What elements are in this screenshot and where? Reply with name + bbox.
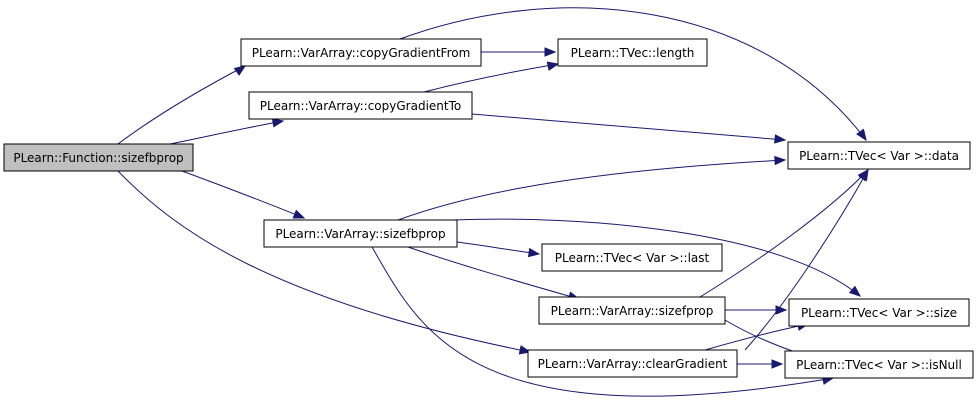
arrowhead-icon: [856, 128, 867, 142]
arrowhead-icon: [848, 285, 862, 297]
node-vararray-cleargradient[interactable]: PLearn::VarArray::clearGradient: [527, 349, 738, 378]
node-label: PLearn::TVec< Var >::isNull: [796, 358, 962, 372]
arrowhead-icon: [292, 209, 306, 219]
edges-layer: [117, 7, 869, 397]
node-vararray-copygradientto[interactable]: PLearn::VarArray::copyGradientTo: [248, 91, 473, 120]
edge-vararray_sizefbprop-to-tvec_last: [456, 241, 540, 255]
edge-vararray_copyGradientFrom-to-tvec_data: [399, 7, 867, 141]
node-label: PLearn::Function::sizefbprop: [13, 151, 183, 165]
arrowhead-icon: [858, 168, 869, 182]
node-tvec-last[interactable]: PLearn::TVec< Var >::last: [541, 243, 723, 272]
edge-vararray_copyGradientTo-to-tvec_data: [471, 113, 786, 141]
edge-vararray_sizefbprop-to-tvec_size: [451, 218, 861, 297]
edge-vararray_clearGradient-to-tvec_size: [704, 323, 809, 351]
arrowhead-icon: [771, 359, 784, 369]
edge-function_sizefbprop-to-vararray_clearGradient: [117, 170, 531, 353]
node-tvec-size[interactable]: PLearn::TVec< Var >::size: [788, 298, 970, 327]
node-label: PLearn::VarArray::copyGradientTo: [260, 99, 461, 113]
node-tvec-length[interactable]: PLearn::TVec::length: [557, 38, 708, 67]
nodes-layer: PLearn::Function::sizefbprop PLearn::Var…: [3, 38, 974, 379]
edge-vararray_sizefbprop-to-vararray_sizefprop: [407, 246, 580, 300]
edge-vararray_sizefbprop-to-tvec_isNull: [371, 246, 834, 397]
node-label: PLearn::VarArray::sizefbprop: [275, 227, 445, 241]
arrowhead-icon: [271, 118, 285, 128]
node-vararray-copygradientfrom[interactable]: PLearn::VarArray::copyGradientFrom: [240, 38, 482, 67]
node-label: PLearn::VarArray::copyGradientFrom: [252, 46, 471, 60]
node-label: PLearn::TVec::length: [571, 46, 695, 60]
arrowhead-icon: [775, 305, 788, 315]
arrowhead-icon: [527, 247, 541, 258]
arrowhead-icon: [774, 155, 787, 166]
arrowhead-icon: [546, 61, 560, 71]
node-label: PLearn::TVec< Var >::size: [801, 306, 957, 320]
node-vararray-sizefprop[interactable]: PLearn::VarArray::sizefprop: [538, 296, 726, 325]
arrowhead-icon: [544, 47, 557, 57]
node-tvec-data[interactable]: PLearn::TVec< Var >::data: [787, 141, 971, 170]
node-label: PLearn::TVec< Var >::data: [799, 149, 959, 163]
node-function-sizefbprop[interactable]: PLearn::Function::sizefbprop: [3, 143, 194, 172]
edge-function_sizefbprop-to-vararray_copyGradientFrom: [117, 65, 246, 145]
node-tvec-isnull[interactable]: PLearn::TVec< Var >::isNull: [784, 350, 974, 379]
node-vararray-sizefbprop[interactable]: PLearn::VarArray::sizefbprop: [263, 219, 458, 248]
edge-vararray_copyGradientTo-to-tvec_length: [423, 63, 559, 93]
arrowhead-icon: [774, 134, 787, 144]
edge-vararray_sizefprop-to-tvec_data: [699, 169, 869, 298]
edge-function_sizefbprop-to-vararray_sizefbprop: [181, 170, 305, 219]
edge-vararray_sizefbprop-to-tvec_data: [397, 159, 786, 221]
node-label: PLearn::VarArray::sizefprop: [551, 304, 714, 318]
edge-function_sizefbprop-to-vararray_copyGradientTo: [169, 120, 284, 145]
arrowhead-icon: [233, 65, 247, 76]
node-label: PLearn::VarArray::clearGradient: [538, 357, 728, 371]
edge-vararray_clearGradient-to-tvec_data: [744, 169, 869, 351]
node-label: PLearn::TVec< Var >::last: [555, 251, 710, 265]
arrowhead-icon: [518, 345, 532, 355]
